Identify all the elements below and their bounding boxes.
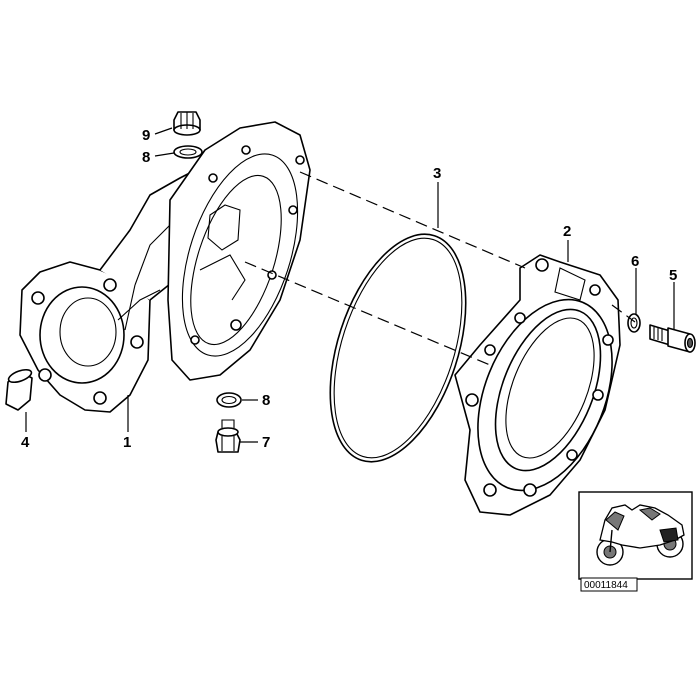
- callout-9: 9: [142, 127, 150, 144]
- callout-7: 7: [262, 434, 270, 451]
- callout-2: 2: [563, 223, 571, 240]
- reference-thumbnail: 00011844: [578, 491, 693, 592]
- callout-8-upper: 8: [142, 149, 150, 166]
- upper-plug-part: [173, 111, 201, 136]
- housing-part: [19, 121, 311, 413]
- callout-5: 5: [669, 267, 677, 284]
- motorcycle-icon: [596, 504, 685, 566]
- callout-6: 6: [631, 253, 639, 270]
- callout-8-lower: 8: [262, 392, 270, 409]
- cover-part: [454, 254, 621, 516]
- lower-plug-part: [215, 419, 241, 453]
- callout-1: 1: [123, 434, 131, 451]
- screw-part: [649, 324, 696, 353]
- lower-seal-ring-part: [216, 392, 242, 408]
- assembly-guide-lines: [244, 171, 636, 366]
- sleeve-part: [5, 368, 33, 411]
- leader-lines: [25, 127, 675, 443]
- callout-4: 4: [21, 434, 30, 451]
- upper-seal-ring-part: [173, 145, 203, 159]
- reference-number: 00011844: [584, 580, 628, 591]
- washer-part: [627, 313, 641, 333]
- callout-3: 3: [433, 165, 441, 182]
- o-ring-part: [329, 233, 467, 463]
- callouts: 9 8 3 2 6 5 8 7 1 4: [21, 127, 677, 451]
